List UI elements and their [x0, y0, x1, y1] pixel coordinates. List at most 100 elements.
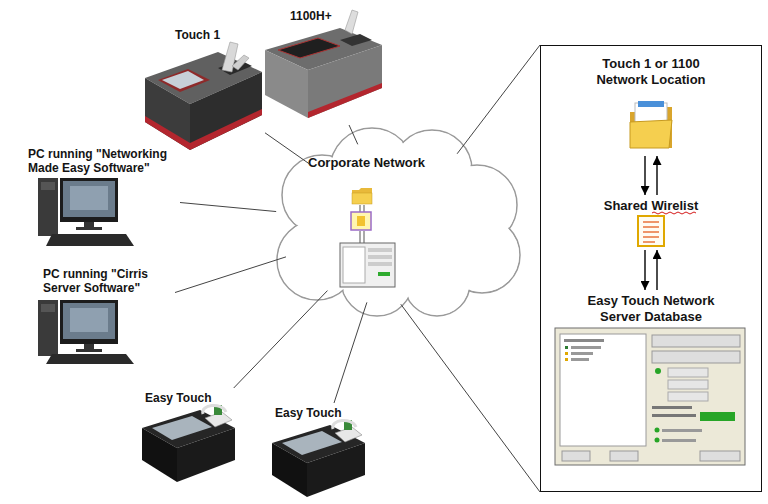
network-label: Corporate Network	[308, 155, 478, 171]
screenshot-dot	[655, 368, 661, 374]
pc-stand	[76, 227, 102, 230]
device-label: Easy Touch	[275, 406, 365, 420]
screenshot-text	[652, 414, 696, 417]
screenshot-text	[662, 439, 696, 442]
tester-stripe	[308, 83, 382, 118]
network-link	[180, 203, 276, 212]
tester-screen	[158, 69, 210, 92]
screenshot-dot	[565, 352, 568, 355]
pc-monitor	[60, 300, 118, 344]
pc-label: PC running "Cirris Server Software"	[43, 267, 175, 296]
tester-screen	[152, 416, 212, 440]
panel-label: Easy Touch Network Server Database	[581, 293, 721, 324]
network-cloud: Corporate Network	[262, 125, 524, 320]
zoom-panel: Touch 1 or 1100 Network LocationShared W…	[540, 45, 762, 492]
screenshot-pane	[343, 247, 365, 283]
tester-screen	[282, 431, 342, 455]
folder-icon	[352, 193, 372, 204]
link-line	[360, 205, 361, 212]
screenshot-list	[560, 334, 646, 446]
tester-node: 1100H+	[262, 5, 382, 125]
tester-body	[308, 45, 382, 118]
pc-window	[70, 186, 108, 210]
pc-window	[70, 308, 108, 332]
device-label: Easy Touch	[145, 391, 235, 405]
tester-node: Easy Touch	[138, 388, 238, 483]
pc-label: PC running "Networking Made Easy Softwar…	[28, 147, 178, 176]
document-icon	[357, 216, 365, 226]
pc-tower	[38, 300, 58, 356]
cloud-outline	[277, 128, 520, 316]
document-icon	[638, 216, 664, 246]
tester-node: Easy Touch	[268, 403, 368, 501]
document-line	[643, 221, 659, 223]
panel-label: Shared Wirelist	[586, 198, 716, 214]
screenshot-text	[571, 346, 601, 349]
folder-icon	[352, 188, 372, 204]
screenshot-text	[571, 358, 589, 361]
screenshot-text	[564, 339, 604, 342]
pc-node: PC running "Cirris Server Software"	[35, 265, 175, 365]
database-node: Easy Touch Network Server Database	[541, 290, 761, 470]
screenshot-button	[652, 351, 740, 363]
device-label: Touch 1	[175, 28, 260, 42]
screenshot-window	[555, 328, 745, 465]
screenshot-button	[368, 248, 392, 252]
document-line	[643, 241, 655, 243]
data-arrow	[644, 250, 645, 290]
folder-paper	[638, 101, 664, 107]
tester-cable	[203, 405, 226, 414]
zoom-line	[457, 45, 540, 154]
device-label: 1100H+	[290, 9, 375, 23]
tester-body	[190, 72, 262, 150]
screenshot-dot	[655, 438, 660, 443]
data-arrow	[656, 156, 657, 195]
pc-keyboard	[46, 354, 134, 364]
zoom-line	[401, 304, 540, 492]
tester-stripe	[145, 116, 190, 150]
screenshot-button	[610, 451, 638, 461]
data-arrow	[644, 156, 645, 195]
pc-monitor	[60, 178, 118, 222]
network-link	[234, 291, 328, 388]
document-line	[643, 236, 659, 238]
link-line	[364, 205, 365, 212]
wirelist-node: Shared Wirelist	[541, 195, 761, 250]
screenshot-button	[562, 451, 590, 461]
screenshot-dot	[565, 346, 568, 349]
screenshot-dot	[655, 428, 660, 433]
screenshot-button	[668, 392, 708, 401]
screenshot-button	[368, 255, 392, 259]
screenshot-button	[652, 335, 740, 347]
screenshot-button	[668, 380, 708, 389]
screenshot-dot	[565, 358, 568, 361]
folder-node: Touch 1 or 1100 Network Location	[541, 51, 761, 156]
pc-screen	[63, 303, 115, 339]
pc-drive	[41, 304, 55, 312]
tester-socket	[340, 34, 372, 46]
screenshot-status	[378, 272, 390, 276]
network-link	[349, 125, 358, 144]
screenshot-button	[368, 262, 392, 266]
screenshot-button	[700, 451, 740, 461]
pc-keyboard	[46, 234, 134, 246]
data-arrow	[656, 250, 657, 290]
tester-cable	[333, 420, 356, 429]
cloud-bump	[324, 156, 462, 294]
screenshot-text	[571, 352, 593, 355]
tester-stripe	[190, 109, 262, 150]
document-icon	[351, 212, 371, 230]
pc-node: PC running "Networking Made Easy Softwar…	[20, 145, 180, 245]
link-line	[364, 231, 365, 243]
tester-body	[177, 428, 235, 482]
screenshot-button	[668, 368, 708, 377]
network-link	[334, 302, 367, 403]
screenshot-icon	[340, 243, 395, 287]
network-link	[175, 257, 286, 293]
tester-node: Touch 1	[140, 25, 265, 153]
network-link	[265, 133, 310, 165]
pc-tower	[38, 178, 58, 236]
document-line	[643, 231, 659, 233]
tester-screen	[162, 71, 204, 89]
pc-screen	[63, 181, 115, 217]
